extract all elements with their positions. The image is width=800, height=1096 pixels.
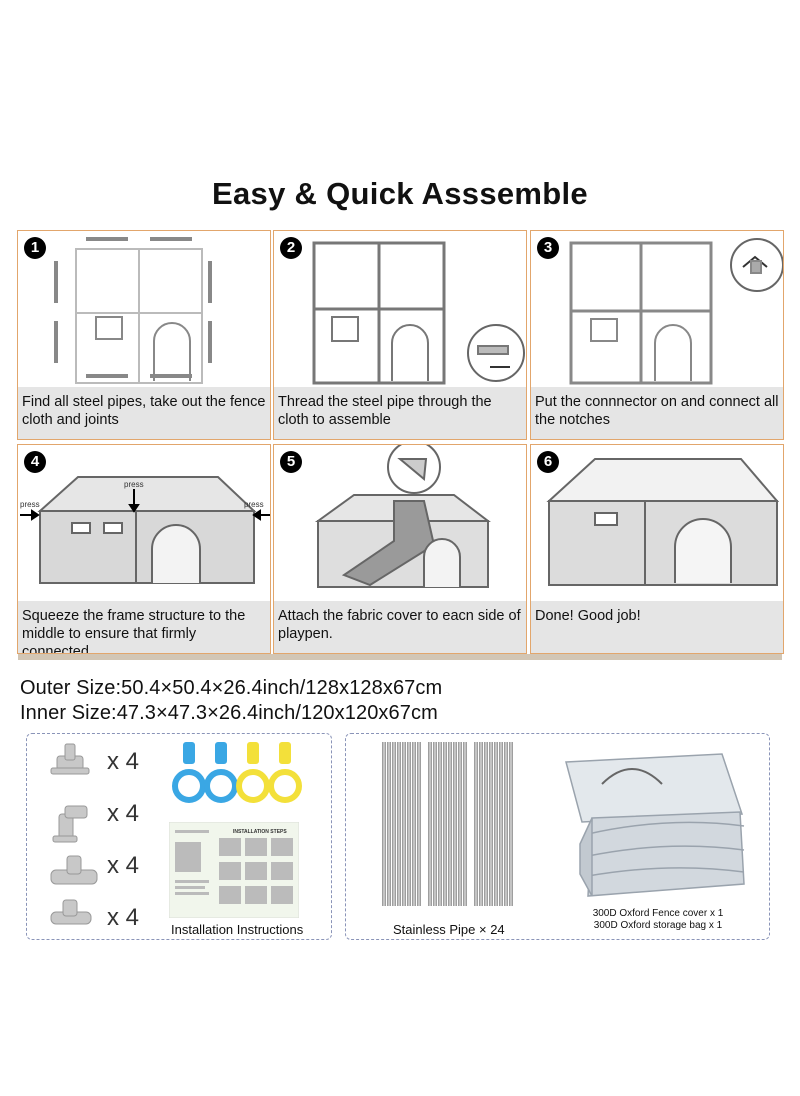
pipe xyxy=(428,742,432,906)
pipe xyxy=(417,742,421,906)
pipe xyxy=(448,742,452,906)
stainless-pipes-illustration xyxy=(382,742,513,906)
joint-a-qty: x 4 xyxy=(107,748,140,775)
pipe xyxy=(479,742,483,906)
step-number-badge: 4 xyxy=(24,451,46,473)
pipe xyxy=(438,742,442,906)
connector-joints-illustration xyxy=(50,743,98,925)
pipe xyxy=(397,742,401,906)
accessories-box: x 4 x 4 x 4 x 4 INSTALLATION STEPS Insta… xyxy=(26,733,332,940)
pipe xyxy=(494,742,498,906)
pipe xyxy=(402,742,406,906)
step-5-illustration xyxy=(314,445,491,588)
step-caption: Done! Good job! xyxy=(531,601,783,653)
step-1-panel: 1 Find all steel pipes, take out the fen… xyxy=(17,230,271,440)
instructions-label: Installation Instructions xyxy=(171,922,304,937)
press-label-right: press xyxy=(244,500,264,509)
floor-divider xyxy=(18,654,782,660)
step-number-badge: 5 xyxy=(280,451,302,473)
pull-rings-illustration xyxy=(172,742,302,803)
step-caption: Find all steel pipes, take out the fence… xyxy=(18,387,270,439)
step-4-illustration: press press press xyxy=(20,476,270,584)
step-number-badge: 3 xyxy=(537,237,559,259)
manual-heading: INSTALLATION STEPS xyxy=(233,829,287,835)
pipe xyxy=(458,742,462,906)
pipe xyxy=(392,742,396,906)
outer-size: Outer Size:50.4×50.4×26.4inch/128x128x67… xyxy=(20,677,443,699)
page-title: Easy & Quick Asssemble xyxy=(212,176,588,211)
step-number-badge: 2 xyxy=(280,237,302,259)
step-3-panel: 3 Put the connnector on and connect all … xyxy=(530,230,784,440)
step-number-badge: 1 xyxy=(24,237,46,259)
pipe-label: Stainless Pipe × 24 xyxy=(393,922,505,937)
joint-d-qty: x 4 xyxy=(107,904,140,931)
step-3-illustration xyxy=(569,238,783,385)
joint-b-qty: x 4 xyxy=(107,800,140,827)
step-caption: Squeeze the frame structure to the middl… xyxy=(18,601,270,653)
pipe xyxy=(484,742,488,906)
pipe xyxy=(489,742,493,906)
pipe xyxy=(474,742,478,906)
pipe xyxy=(412,742,416,906)
pipe-bundle xyxy=(382,742,513,906)
step-2-panel: 2 Thread the steel pipe through the clot… xyxy=(273,230,527,440)
instruction-sheet-illustration: INSTALLATION STEPS xyxy=(169,822,299,918)
pipe xyxy=(453,742,457,906)
materials-box: Stainless Pipe × 24 300D Oxford Fence co… xyxy=(345,733,770,940)
fence-cover-bag-illustration xyxy=(565,753,745,897)
step-1-illustration xyxy=(54,237,212,384)
inner-size: Inner Size:47.3×47.3×26.4inch/120x120x67… xyxy=(20,702,438,724)
step-6-panel: 6 Done! Good job! xyxy=(530,444,784,654)
step-4-panel: press press press 4 Squeeze the frame st… xyxy=(17,444,271,654)
pipe xyxy=(463,742,467,906)
step-6-illustration xyxy=(546,458,780,586)
step-2-illustration xyxy=(312,241,525,385)
pipe xyxy=(443,742,447,906)
fence-cover-label: 300D Oxford Fence cover x 1 xyxy=(592,908,724,919)
pipe xyxy=(433,742,437,906)
pipe xyxy=(387,742,391,906)
step-caption: Thread the steel pipe through the cloth … xyxy=(274,387,526,439)
press-label-top: press xyxy=(124,480,144,489)
pipe xyxy=(504,742,508,906)
step-number-badge: 6 xyxy=(537,451,559,473)
step-caption: Attach the fabric cover to eacn side of … xyxy=(274,601,526,653)
pipe xyxy=(499,742,503,906)
pipe xyxy=(382,742,386,906)
pipe xyxy=(509,742,513,906)
press-label-left: press xyxy=(20,500,40,509)
step-caption: Put the connnector on and connect all th… xyxy=(531,387,783,439)
storage-bag-label: 300D Oxford storage bag x 1 xyxy=(593,920,723,931)
pipe xyxy=(407,742,411,906)
joint-c-qty: x 4 xyxy=(107,852,140,879)
step-5-panel: 5 Attach the fabric cover to eacn side o… xyxy=(273,444,527,654)
